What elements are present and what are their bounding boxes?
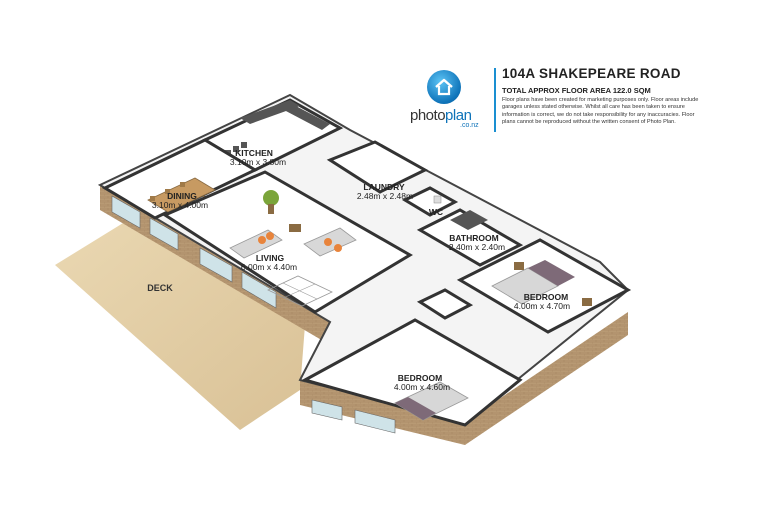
left-wall-windows	[111, 195, 396, 434]
kitchen-label: KITCHEN	[235, 148, 273, 158]
dining-room	[101, 138, 259, 220]
bedroom-1-label: BEDROOM	[524, 292, 568, 302]
living-dimensions: 6.00m x 4.40m	[241, 262, 297, 272]
deck-label: DECK	[147, 283, 173, 293]
photoplan-logo: photoplan .co.nz	[410, 70, 488, 130]
bedroom-1-bed	[491, 260, 592, 306]
laundry-dimensions: 2.48m x 2.48m	[357, 191, 413, 201]
dining-dimensions: 3.10m x 4.00m	[152, 200, 208, 210]
living-furniture	[229, 190, 357, 307]
wc-label: WC	[429, 207, 443, 217]
property-address: 104A SHAKEPEARE ROAD	[502, 66, 681, 81]
bedroom-2-bed	[394, 381, 469, 421]
plan-header: photoplan .co.nz 104A SHAKEPEARE ROAD TO…	[410, 66, 710, 136]
foundation-front	[300, 380, 465, 445]
house-icon	[427, 70, 461, 104]
kitchen-dimensions: 3.10m x 3.80m	[230, 157, 286, 167]
bathroom-label: BATHROOM	[449, 233, 498, 243]
living-room	[161, 170, 413, 314]
bathroom-dimensions: 2.40m x 2.40m	[449, 242, 505, 252]
bedroom-1-dimensions: 4.00m x 4.70m	[514, 301, 570, 311]
wc-room	[401, 186, 459, 217]
dining-label: DINING	[167, 191, 197, 201]
logo-domain: .co.nz	[460, 122, 479, 129]
laundry-room	[326, 140, 429, 194]
bedroom-2-label: BEDROOM	[398, 373, 442, 383]
disclaimer-text: Floor plans have been created for market…	[502, 97, 699, 126]
header-divider	[494, 68, 496, 132]
laundry-label: LAUNDRY	[363, 182, 405, 192]
bathroom-room	[416, 208, 524, 267]
logo-wordmark: photoplan	[410, 107, 472, 124]
total-floor-area: TOTAL APPROX FLOOR AREA 122.0 SQM	[502, 86, 651, 95]
foundation-right	[465, 312, 628, 445]
deck-area	[55, 220, 305, 430]
bedroom-2-dimensions: 4.00m x 4.60m	[394, 382, 450, 392]
closet	[416, 288, 474, 320]
living-label: LIVING	[256, 253, 285, 263]
